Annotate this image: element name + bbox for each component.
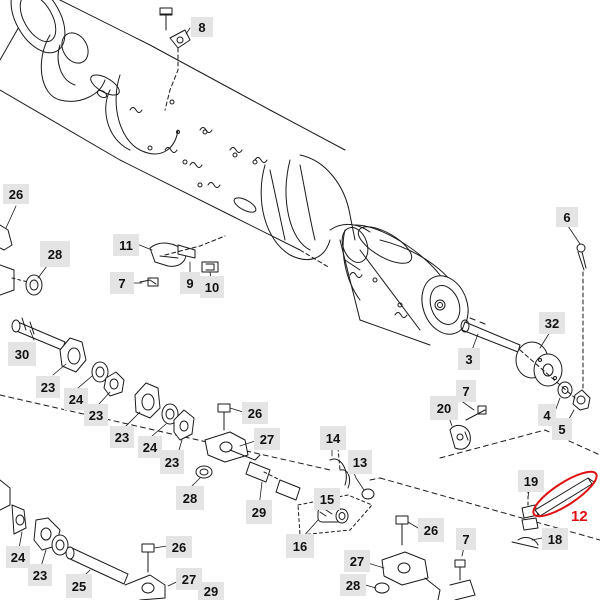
callout-27[interactable]: 27 (344, 550, 370, 572)
callout-27[interactable]: 27 (176, 568, 202, 590)
callout-24[interactable]: 24 (6, 546, 30, 568)
callout-14[interactable]: 14 (320, 426, 346, 450)
callout-7[interactable]: 7 (456, 380, 476, 402)
callout-12-highlight[interactable]: 12 (571, 508, 588, 525)
lower-left-chain (0, 479, 166, 600)
callout-13[interactable]: 13 (348, 450, 372, 474)
callout-8[interactable]: 8 (191, 17, 213, 37)
shaft-30 (11, 317, 66, 351)
callout-23[interactable]: 23 (36, 376, 60, 398)
callout-7[interactable]: 7 (110, 272, 134, 294)
callout-26[interactable]: 26 (418, 518, 444, 542)
callout-28[interactable]: 28 (40, 241, 70, 267)
callout-24[interactable]: 24 (138, 436, 162, 458)
callout-10[interactable]: 10 (200, 276, 224, 298)
callout-29[interactable]: 29 (198, 582, 224, 600)
callout-28[interactable]: 28 (176, 486, 204, 510)
callout-23[interactable]: 23 (110, 426, 134, 448)
leader-lines (5, 27, 581, 593)
auger-tube-upper (0, 0, 356, 269)
clamp-group-mid (195, 403, 301, 501)
auger-tube-right (329, 223, 469, 346)
cover-plate-group (139, 235, 226, 287)
bolt-8-group (159, 7, 191, 111)
callout-4[interactable]: 4 (538, 404, 556, 426)
dashed-guide-1 (0, 394, 331, 471)
callout-6[interactable]: 6 (556, 207, 578, 227)
callout-27[interactable]: 27 (254, 428, 280, 450)
callout-24[interactable]: 24 (64, 388, 88, 410)
callout-26[interactable]: 26 (166, 536, 192, 558)
linkage-group (511, 477, 595, 549)
callout-5[interactable]: 5 (552, 418, 572, 440)
highlight-ring (532, 470, 598, 518)
callout-15[interactable]: 15 (314, 488, 340, 510)
callout-7[interactable]: 7 (456, 528, 476, 550)
callout-30[interactable]: 30 (8, 342, 36, 366)
callout-20[interactable]: 20 (430, 396, 458, 420)
callout-19[interactable]: 19 (518, 470, 544, 492)
callout-11[interactable]: 11 (113, 234, 139, 256)
callout-32[interactable]: 32 (539, 312, 565, 334)
callout-26[interactable]: 26 (3, 184, 29, 204)
callout-18[interactable]: 18 (542, 528, 568, 550)
callout-23[interactable]: 23 (84, 404, 108, 426)
callout-23[interactable]: 23 (160, 450, 184, 474)
callout-3[interactable]: 3 (458, 348, 480, 370)
flange-bearings-row-1 (59, 337, 195, 441)
left-bearing-group (0, 224, 43, 296)
dashed-guide-2 (439, 429, 600, 459)
callout-9[interactable]: 9 (180, 272, 200, 294)
callout-29[interactable]: 29 (246, 500, 272, 524)
callout-16[interactable]: 16 (286, 534, 314, 558)
callout-25[interactable]: 25 (66, 574, 92, 598)
callout-26[interactable]: 26 (242, 402, 268, 424)
drive-shaft-group (460, 317, 591, 411)
callout-23[interactable]: 23 (28, 564, 52, 586)
pin-6 (576, 243, 587, 411)
bracket-20 (449, 405, 487, 450)
callout-28[interactable]: 28 (340, 574, 366, 596)
clamp-group-lower (374, 515, 476, 600)
